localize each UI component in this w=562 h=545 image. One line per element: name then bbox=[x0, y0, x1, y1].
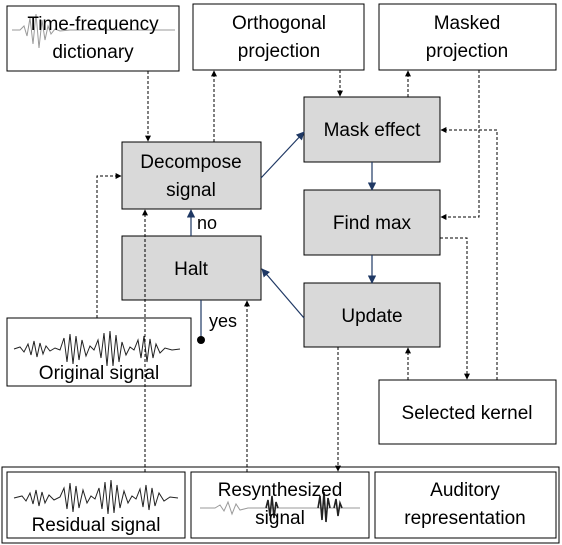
dashed-original-to-decompose bbox=[96, 173, 122, 318]
resynthesized-signal-box: Resynthesized signal bbox=[190, 471, 370, 539]
edge-label-no: no bbox=[197, 213, 217, 233]
halt-label: Halt bbox=[174, 259, 209, 280]
resynthesized-faint-waveform bbox=[200, 500, 360, 516]
orthogonal-projection-box: Orthogonal projection bbox=[192, 3, 365, 71]
mask-effect-label: Mask effect bbox=[324, 120, 422, 141]
arrow-decompose-to-mask-effect bbox=[260, 131, 305, 179]
resynthesized-signal-line-2: signal bbox=[255, 508, 305, 529]
halt-terminal-dot bbox=[197, 336, 205, 344]
orthogonal-projection-line-2: projection bbox=[238, 41, 320, 62]
find-max-label: Find max bbox=[333, 213, 412, 234]
tf-dictionary-line-1: Time-frequency bbox=[27, 14, 159, 35]
auditory-representation-box: Auditory representation bbox=[374, 471, 557, 539]
resynthesized-signal-line-1: Resynthesized bbox=[218, 480, 343, 501]
mask-effect-box: Mask effect bbox=[303, 96, 441, 163]
update-label: Update bbox=[341, 306, 402, 327]
masked-projection-line-1: Masked bbox=[434, 13, 501, 34]
edge-label-yes: yes bbox=[209, 311, 237, 331]
decompose-signal-box: Decompose signal bbox=[121, 141, 262, 210]
dashed-masked-to-find-max bbox=[440, 70, 480, 220]
auditory-representation-line-2: representation bbox=[404, 508, 525, 529]
dictionary-waveform bbox=[12, 13, 175, 49]
masked-projection-line-2: projection bbox=[426, 41, 508, 62]
masked-projection-box: Masked projection bbox=[378, 3, 557, 71]
auditory-representation-line-1: Auditory bbox=[430, 480, 500, 501]
selected-kernel-box: Selected kernel bbox=[378, 379, 557, 445]
tf-dictionary-box: Time-frequency dictionary bbox=[6, 5, 180, 72]
decompose-signal-line-1: Decompose bbox=[140, 152, 241, 173]
residual-signal-label: Residual signal bbox=[32, 515, 161, 536]
find-max-box: Find max bbox=[303, 189, 441, 256]
tf-dictionary-line-2: dictionary bbox=[52, 42, 134, 63]
decompose-signal-line-2: signal bbox=[166, 180, 216, 201]
halt-box: Halt bbox=[121, 235, 262, 301]
update-box: Update bbox=[303, 282, 441, 348]
orthogonal-projection-line-1: Orthogonal bbox=[232, 13, 326, 34]
dashed-find-max-to-kernel bbox=[440, 237, 470, 380]
original-signal-box: Original signal bbox=[6, 317, 192, 387]
arrow-update-to-halt bbox=[261, 268, 305, 319]
dashed-kernel-to-mask-effect bbox=[440, 127, 498, 380]
residual-signal-box: Residual signal bbox=[6, 471, 186, 539]
selected-kernel-label: Selected kernel bbox=[402, 403, 533, 424]
residual-signal-waveform bbox=[13, 479, 179, 515]
resynthesized-waveform bbox=[265, 491, 343, 523]
original-signal-label: Original signal bbox=[39, 363, 159, 384]
